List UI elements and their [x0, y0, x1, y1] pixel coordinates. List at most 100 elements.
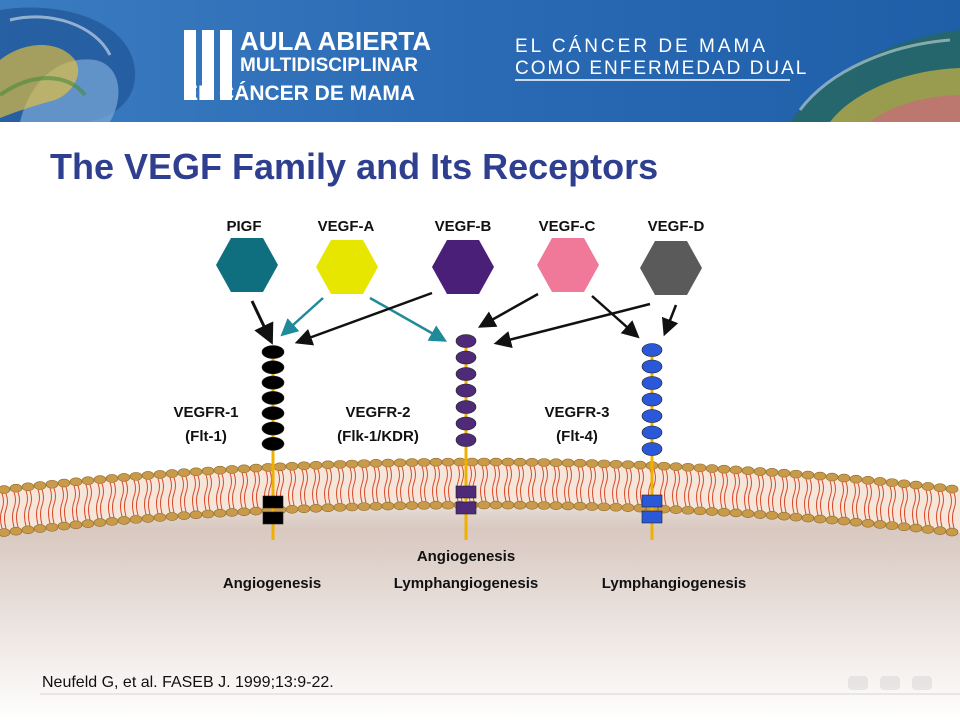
receptor-2-alias: (Flk-1/KDR) — [337, 428, 419, 445]
lipid-head-outer — [849, 474, 863, 484]
lipid-tail — [744, 474, 752, 510]
lipid-head-outer — [441, 457, 455, 467]
lipid-head-outer — [513, 457, 527, 467]
lipid-tail — [72, 485, 80, 521]
lipid-tail — [672, 470, 680, 506]
lipid-head-outer — [345, 459, 359, 469]
lipid-tail — [936, 491, 944, 527]
lipid-head-outer — [69, 477, 83, 487]
lipid-head-outer — [153, 470, 167, 479]
ig-domain — [261, 345, 285, 359]
lipid-head-outer — [0, 485, 11, 494]
lipid-head-inner — [729, 508, 743, 518]
lipid-head-inner — [921, 525, 935, 534]
lipid-tail — [540, 466, 548, 502]
lipid-head-outer — [93, 475, 107, 484]
lipid-head-inner — [813, 514, 827, 524]
lipid-tail — [420, 466, 428, 502]
lipid-tail — [108, 482, 116, 518]
lipid-tail — [696, 471, 704, 508]
lipid-head-outer — [525, 458, 539, 467]
lipid-tail — [792, 477, 800, 514]
lipid-tail — [768, 476, 776, 512]
lipid-tail — [132, 480, 140, 516]
kinase-domain — [641, 510, 663, 524]
lipid-tail — [504, 465, 512, 502]
lipid-tail — [0, 493, 8, 529]
cell-membrane — [0, 457, 960, 537]
ligand-pigf-label: PIGF — [226, 218, 261, 235]
citation: Neufeld G, et al. FASEB J. 1999;13:9-22. — [42, 674, 334, 691]
outcome-r1: Angiogenesis — [223, 575, 321, 592]
lipid-head-inner — [201, 509, 215, 519]
lipid-head-inner — [897, 522, 911, 532]
lipid-tail — [372, 467, 380, 503]
lipid-head-inner — [189, 510, 203, 520]
lipid-head-outer — [945, 484, 959, 494]
ig-domain — [455, 367, 477, 381]
lipid-head-inner — [105, 517, 119, 526]
ig-domain — [261, 421, 285, 436]
lipid-head-outer — [189, 467, 203, 477]
lipid-head-outer — [681, 462, 695, 472]
ligand-vegf-d-hexagon — [640, 241, 702, 295]
ligand-pigf: PIGF — [216, 218, 278, 292]
lipid-tail — [576, 467, 584, 503]
lipid-tail — [312, 469, 320, 505]
ig-domain — [455, 400, 477, 414]
footer-decoration — [848, 676, 932, 690]
ig-domain — [261, 360, 285, 375]
lipid-head-inner — [693, 506, 707, 516]
lipid-head-inner — [333, 503, 347, 512]
lipid-head-outer — [285, 461, 299, 471]
ligand-vegf-d-label: VEGF-D — [648, 218, 705, 235]
outcome-labels: Angiogenesis Angiogenesis Lymphangiogene… — [223, 548, 746, 592]
lipid-head-outer — [633, 460, 647, 470]
binding-arrows — [250, 291, 679, 349]
lipid-tail — [612, 468, 620, 504]
lipid-head-inner — [669, 505, 683, 514]
lipid-head-inner — [621, 503, 635, 512]
lipid-head-inner — [321, 503, 335, 513]
lipid-head-inner — [873, 520, 887, 529]
arrow-vegfc-vegfr3 — [591, 295, 640, 339]
lipid-tail — [408, 466, 416, 502]
lipid-head-outer — [669, 462, 683, 471]
lipid-head-inner — [129, 515, 143, 524]
lipid-head-inner — [165, 512, 179, 521]
lipid-head-inner — [501, 500, 515, 510]
kinase-domain — [262, 511, 284, 525]
slide-title: The VEGF Family and Its Receptors — [50, 146, 659, 187]
lipid-head-outer — [873, 477, 887, 486]
lipid-tail — [24, 490, 32, 526]
lipid-head-outer — [753, 467, 767, 476]
lipid-head-outer — [489, 457, 503, 467]
lipid-tail — [192, 475, 200, 511]
lipid-head-inner — [309, 503, 323, 513]
ligand-vegf-b-label: VEGF-B — [435, 218, 492, 235]
tagline-line-1: EL CÁNCER DE MAMA — [515, 36, 768, 57]
lipid-head-outer — [321, 460, 335, 470]
lipid-head-inner — [585, 502, 599, 511]
lipid-tail — [144, 479, 152, 515]
lipid-head-inner — [249, 506, 263, 516]
lipid-tail — [552, 466, 560, 502]
receptor-2 — [455, 334, 477, 540]
lipid-tail — [624, 468, 632, 504]
lipid-head-inner — [141, 514, 155, 523]
lipid-head-outer — [237, 464, 251, 474]
lipid-head-inner — [537, 501, 551, 510]
lipid-head-inner — [117, 516, 131, 525]
lipid-tail — [684, 471, 692, 507]
lipid-tail — [384, 466, 392, 503]
lipid-tail — [720, 473, 728, 509]
lipid-tail — [324, 468, 332, 504]
lipid-tail — [900, 487, 908, 523]
lipid-tail — [708, 472, 716, 508]
lipid-tail — [732, 473, 740, 510]
logo-line-2: MULTIDISCIPLINAR — [240, 55, 419, 76]
lipid-head-outer — [585, 459, 599, 468]
lipid-head-outer — [309, 460, 323, 470]
lipid-head-outer — [297, 461, 311, 471]
